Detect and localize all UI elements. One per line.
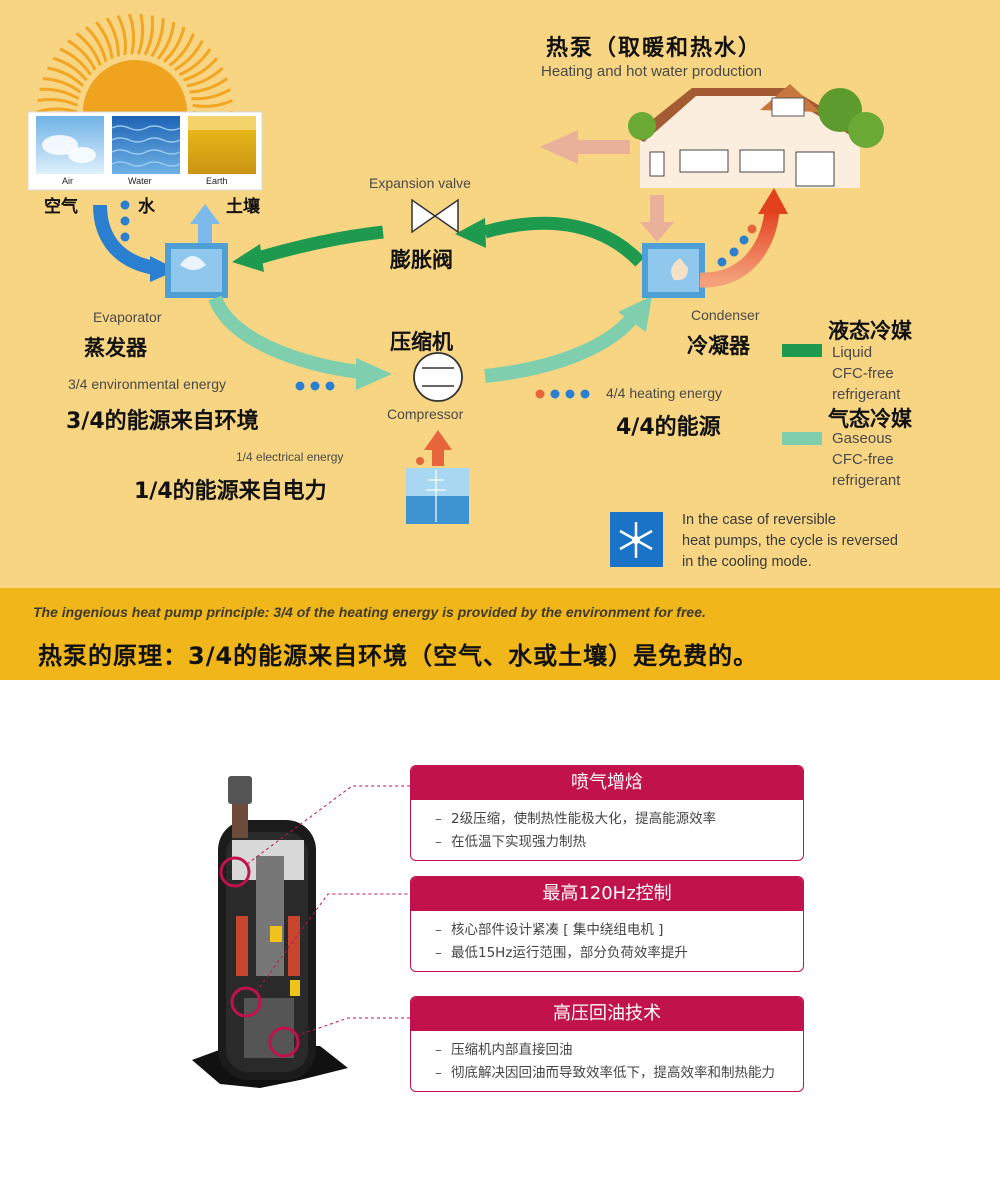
sun-ray xyxy=(192,99,233,108)
condenser-cn: 冷凝器 xyxy=(687,334,750,358)
highlight-circle-oil-return xyxy=(268,1026,300,1058)
heat-pump-diagram: Air Water Earth 空气 水 土壤 热泵（取暖和热水） Heatin… xyxy=(0,0,1000,680)
liquid-arrow-left xyxy=(256,225,384,265)
earth-label: Earth xyxy=(206,176,228,186)
electric-arrow xyxy=(432,448,444,466)
energy-source-panels xyxy=(27,111,263,191)
legend-gaseous-swatch xyxy=(782,432,822,445)
env-energy-en: 3/4 environmental energy xyxy=(68,376,226,392)
sun-ray xyxy=(47,66,85,88)
sun-ray xyxy=(174,40,204,72)
evaporator-cn: 蒸发器 xyxy=(84,336,147,360)
expansion-valve-en: Expansion valve xyxy=(369,175,471,191)
expansion-valve-icon xyxy=(411,198,459,234)
legend-liquid-cn: 液态冷媒 xyxy=(828,319,912,343)
feature-item: 压缩机内部直接回油 xyxy=(435,1039,803,1062)
legend-gaseous-en: Gaseous CFC-free refrigerant xyxy=(832,430,901,489)
air-cn-label: 空气 xyxy=(44,197,78,217)
air-arrow xyxy=(93,204,157,275)
sun-ray xyxy=(37,98,78,107)
sun-ray xyxy=(186,66,224,88)
legend-gaseous-cn: 气态冷媒 xyxy=(828,407,912,431)
evaporator-box xyxy=(165,243,228,298)
diagram-title-cn: 热泵（取暖和热水） xyxy=(546,36,763,61)
house-icon xyxy=(628,84,884,188)
footer-bar xyxy=(0,588,1000,680)
sun-ray xyxy=(178,48,212,77)
sun-ray xyxy=(183,57,219,82)
gas-arrow-left xyxy=(208,295,361,379)
diagram-title-en: Heating and hot water production xyxy=(541,63,762,80)
house-return-arrow xyxy=(575,140,630,154)
condenser-en: Condenser xyxy=(691,307,760,323)
elec-energy-en: 1/4 electrical energy xyxy=(236,450,344,464)
footer-en: The ingenious heat pump principle: 3/4 o… xyxy=(33,604,706,620)
feature-card-vapor-injection: 喷气增焓 2级压缩，使制热性能极大化，提高能源效率 在低温下实现强力制热 xyxy=(410,765,804,861)
sun-ray xyxy=(42,76,82,94)
feature-item: 核心部件设计紧凑 [ 集中绕组电机 ] xyxy=(435,919,803,942)
sun-ray xyxy=(36,107,78,114)
feature-title: 高压回油技术 xyxy=(411,997,803,1031)
feature-item: 最低15Hz运行范围，部分负荷效率提升 xyxy=(435,942,803,965)
sun-ray xyxy=(162,26,186,63)
condenser-box xyxy=(642,243,705,298)
sun-ray xyxy=(84,26,108,63)
sun-ray xyxy=(39,87,80,100)
evaporator-en: Evaporator xyxy=(93,309,162,325)
water-cn-label: 水 xyxy=(138,197,155,217)
sun-ray xyxy=(52,56,88,82)
compressor-en: Compressor xyxy=(387,406,464,422)
sun-ray xyxy=(156,21,176,60)
earth-cn-label: 土壤 xyxy=(226,197,260,217)
sun-ray xyxy=(95,21,114,59)
highlight-circle-vapor-injection xyxy=(219,856,251,888)
sun-ray xyxy=(75,32,102,66)
sun-ray xyxy=(116,14,127,56)
earth-arrow xyxy=(198,222,212,246)
electricity-panel xyxy=(406,468,469,524)
house-down-arrow xyxy=(650,195,664,225)
feature-title: 最高120Hz控制 xyxy=(411,877,803,911)
liquid-arrow-right xyxy=(483,216,645,267)
heating-energy-en: 4/4 heating energy xyxy=(606,385,722,401)
air-label: Air xyxy=(62,176,73,186)
compressor-icon xyxy=(413,352,463,402)
footer-cn: 热泵的原理：3/4的能源来自环境（空气、水或土壤）是免费的。 xyxy=(38,642,759,670)
compressor-cn: 压缩机 xyxy=(390,330,453,354)
feature-item: 彻底解决因回油而导致效率低下，提高效率和制热能力 xyxy=(435,1062,803,1085)
sun-ray xyxy=(105,17,120,57)
legend-liquid-en: Liquid CFC-free refrigerant xyxy=(832,344,901,403)
feature-card-120hz-control: 最高120Hz控制 核心部件设计紧凑 [ 集中绕组电机 ] 最低15Hz运行范围… xyxy=(410,876,804,972)
sun-ray xyxy=(143,15,154,56)
sun-ray xyxy=(127,13,136,55)
heating-energy-cn: 4/4的能源 xyxy=(616,415,721,440)
sun-ray xyxy=(189,77,228,94)
elec-energy-cn: 1/4的能源来自电力 xyxy=(134,479,327,504)
gas-arrow-right xyxy=(484,313,638,383)
feature-title: 喷气增焓 xyxy=(411,766,803,800)
snowflake-icon xyxy=(610,512,663,567)
sun-ray xyxy=(191,88,232,101)
env-energy-cn: 3/4的能源来自环境 xyxy=(66,409,259,434)
legend-liquid-swatch xyxy=(782,344,822,357)
water-label: Water xyxy=(128,176,152,186)
feature-card-oil-return: 高压回油技术 压缩机内部直接回油 彻底解决因回油而导致效率低下，提高效率和制热能… xyxy=(410,996,804,1092)
sun-ray xyxy=(66,39,97,71)
reversible-note: In the case of reversible heat pumps, th… xyxy=(682,512,898,570)
highlight-circle-motor xyxy=(230,986,262,1018)
sun-ray xyxy=(59,47,92,76)
sun-ray xyxy=(150,18,165,58)
compressor-illustration xyxy=(192,776,410,1088)
expansion-valve-cn: 膨胀阀 xyxy=(390,248,453,272)
sun-ray xyxy=(136,13,145,55)
feature-item: 在低温下实现强力制热 xyxy=(435,831,803,854)
heat-arrow xyxy=(699,209,780,288)
diagram-graphics xyxy=(27,13,884,567)
feature-item: 2级压缩，使制热性能极大化，提高能源效率 xyxy=(435,808,803,831)
sun-ray xyxy=(168,32,195,67)
